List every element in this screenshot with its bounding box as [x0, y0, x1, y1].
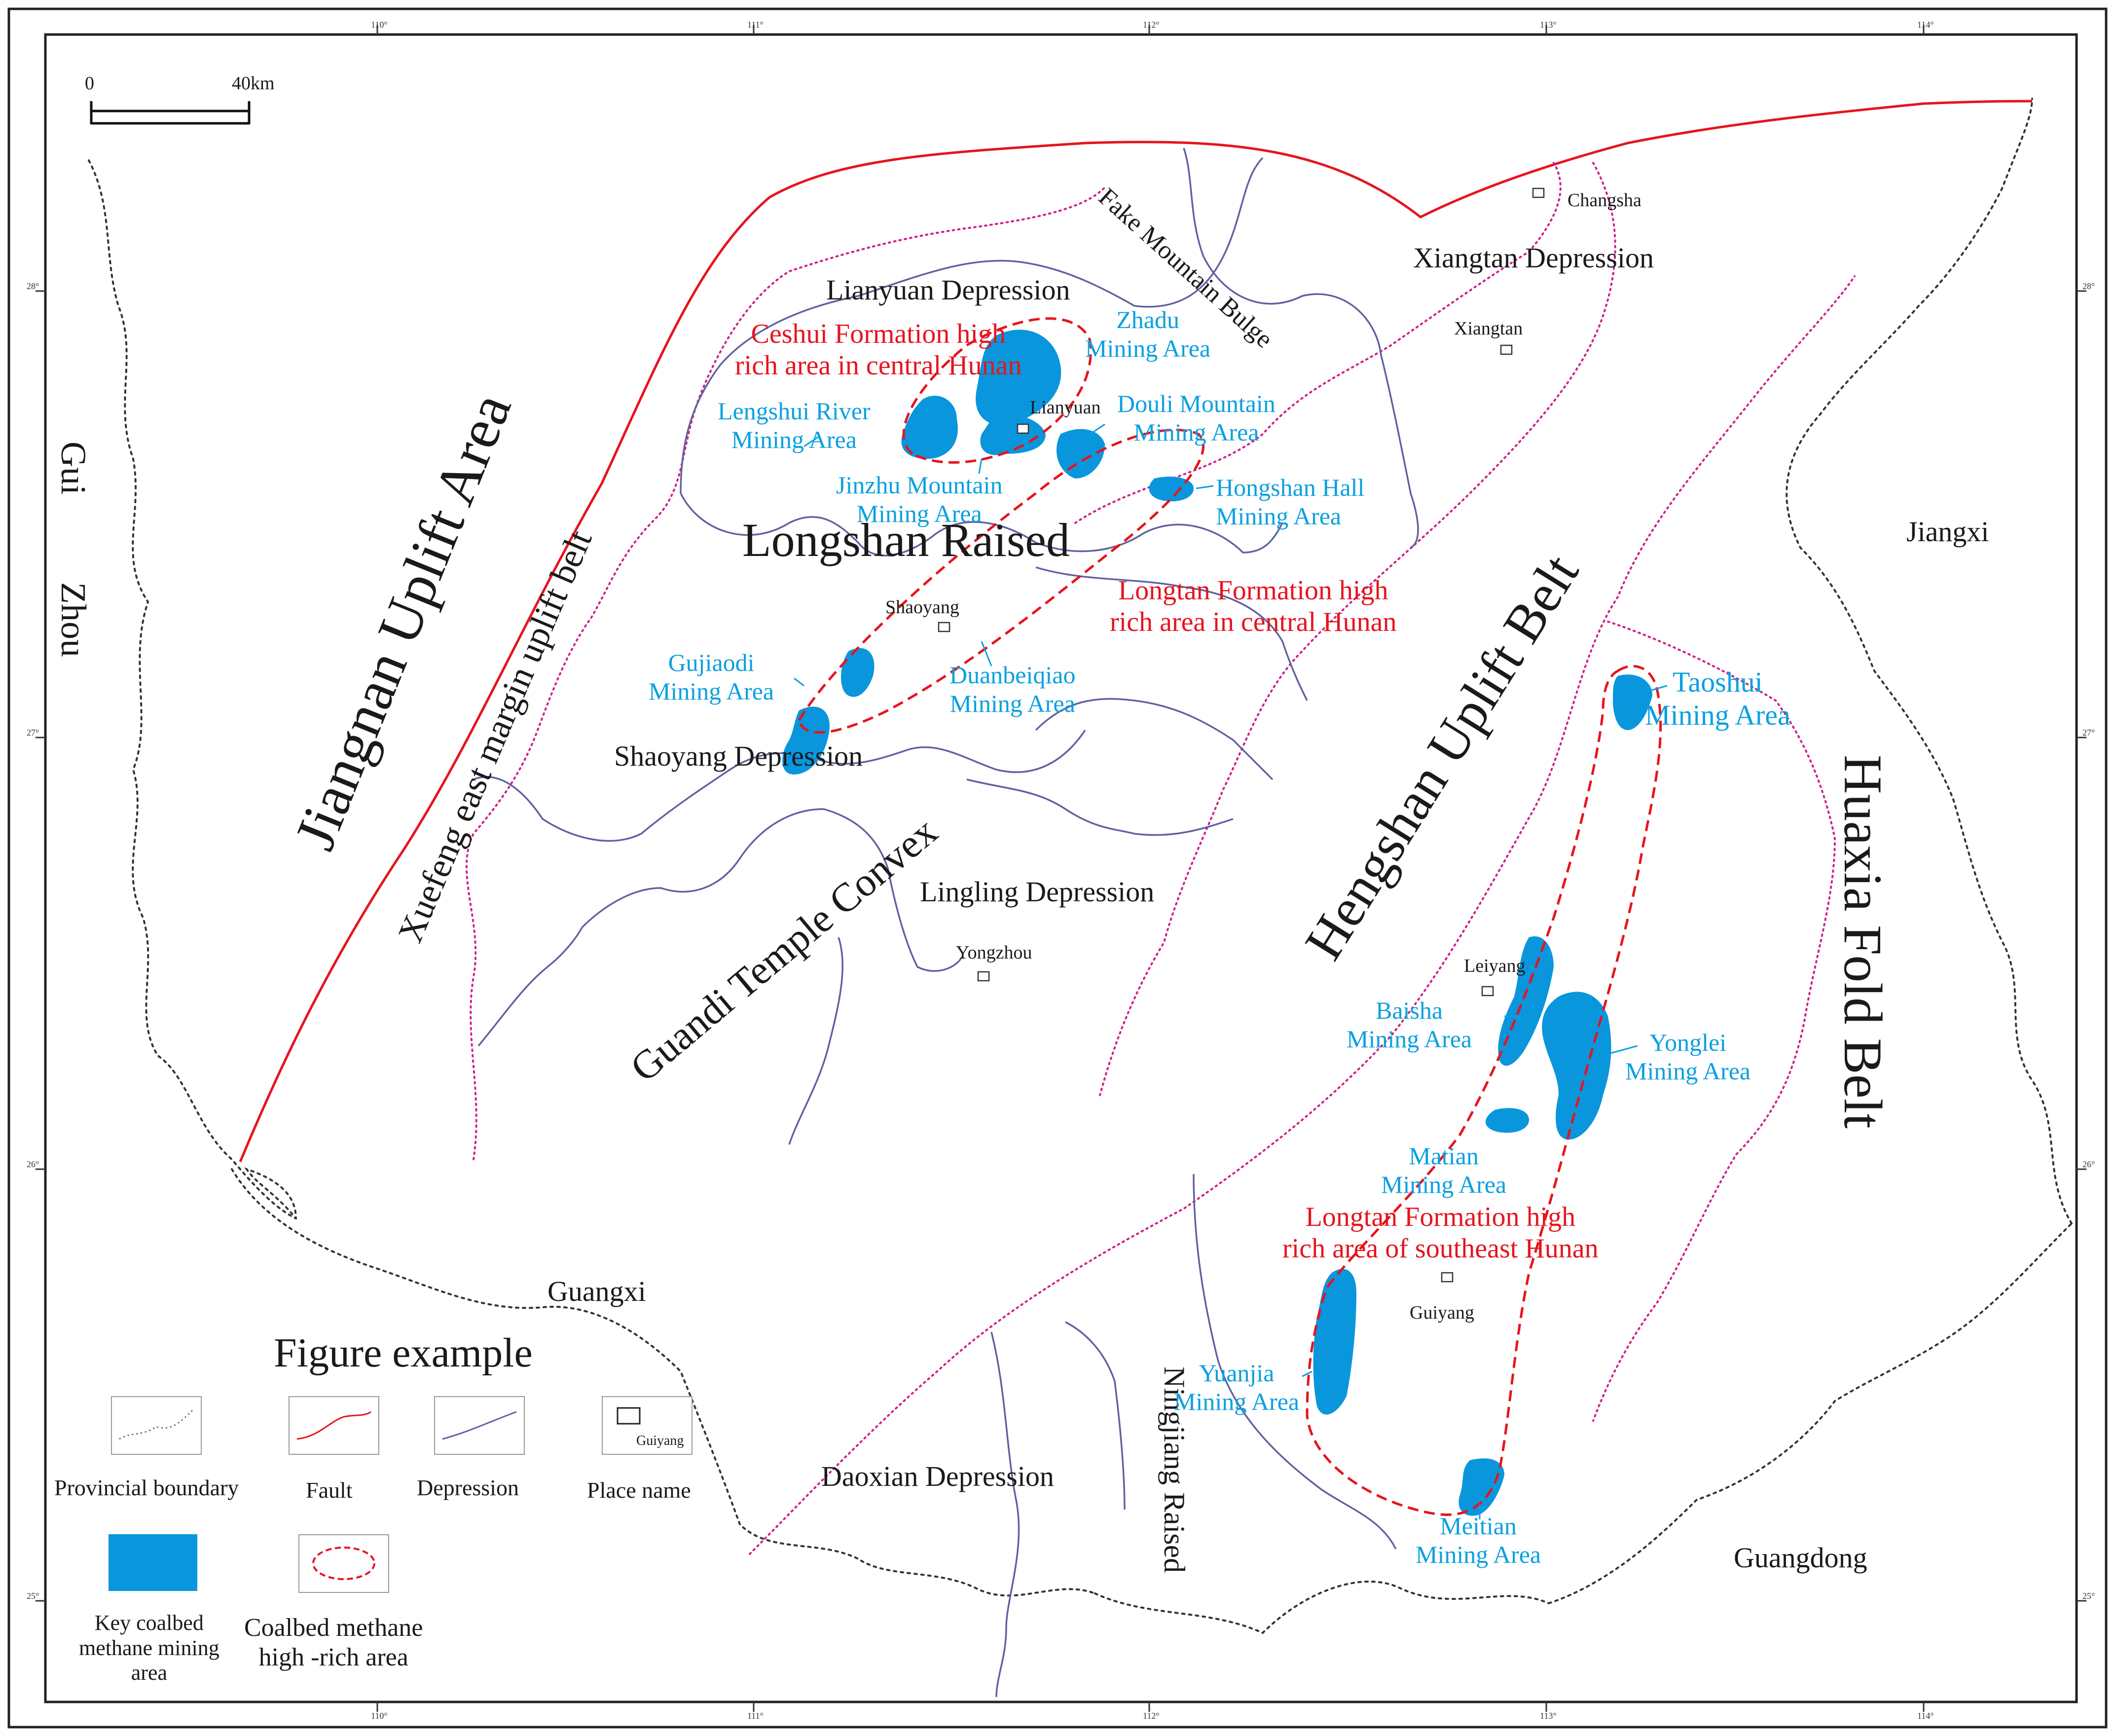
lon-tick-110-bottom: 110°: [371, 1711, 388, 1721]
mining-label-zhadu: Zhadu Mining Area: [1085, 306, 1211, 362]
lon-tick-110: 110°: [371, 20, 388, 30]
lat-tick-26: 26°: [27, 1159, 39, 1169]
lat-tick-25-right: 25°: [2082, 1591, 2095, 1601]
legend-swatch-depression: [434, 1396, 525, 1455]
mining-label-matian: Matian Mining Area: [1381, 1142, 1507, 1198]
depression-boundaries: [473, 148, 1419, 1698]
mining-area-shape: [980, 415, 1046, 455]
region-longshan: Longshan Raised: [742, 514, 1070, 566]
lon-tick-112-bottom: 112°: [1143, 1711, 1160, 1721]
legend-label-depression: Depression: [417, 1475, 519, 1500]
legend-swatch-fault: [289, 1396, 379, 1455]
place-guiyang: Guiyang: [1410, 1302, 1474, 1323]
place-lianyuan: Lianyuan: [1030, 397, 1101, 418]
region-lianyuan-depression: Lianyuan Depression: [826, 274, 1070, 306]
faults: [239, 100, 2033, 1162]
mining-label-lengshui: Lengshui River Mining Area: [718, 397, 871, 453]
mining-area-shape: [782, 706, 830, 775]
scale-bar: [90, 101, 251, 125]
legend-swatch-mining: [109, 1534, 197, 1591]
mining-area-shape: [1056, 429, 1105, 479]
mining-area-shape: [841, 648, 875, 697]
mining-label-douli: Douli Mountain Mining Area: [1117, 390, 1276, 446]
lat-tick-28-right: 28°: [2082, 281, 2095, 291]
mining-label-jinzhu: Jinzhu Mountain Mining Area: [836, 471, 1003, 527]
mining-area-shape: [1485, 1108, 1529, 1133]
mining-area-shape: [1149, 477, 1194, 502]
mining-label-hongshan: Hongshan Hall Mining Area: [1216, 474, 1365, 530]
region-guangdong: Guangdong: [1734, 1542, 1867, 1574]
lat-tick-28: 28°: [27, 281, 39, 291]
place-markers: [938, 187, 1545, 1283]
region-jiangxi: Jiangxi: [1906, 516, 1989, 548]
provincial-boundaries: [88, 98, 2073, 1634]
rich-label-longtan-se: Longtan Formation high rich area of sout…: [1282, 1202, 1599, 1264]
place-changsha: Changsha: [1568, 190, 1641, 211]
mining-areas: [782, 330, 1652, 1516]
place-leiyang: Leiyang: [1464, 956, 1526, 976]
uplift-belt-boundaries: [465, 162, 1856, 1555]
lat-tick-27-right: 27°: [2082, 728, 2095, 738]
lon-tick-111: 111°: [747, 20, 764, 30]
high-rich-areas: [798, 317, 1662, 1516]
region-xiangtan-depression: Xiangtan Depression: [1413, 242, 1654, 274]
place-shaoyang: Shaoyang: [885, 597, 959, 618]
legend-label-mining: Key coalbed methane mining area: [79, 1611, 219, 1685]
rich-label-longtan-central: Longtan Formation high rich area in cent…: [1110, 575, 1397, 638]
legend-title: Figure example: [274, 1330, 533, 1376]
rich-label-ceshui: Ceshui Formation high rich area in centr…: [735, 319, 1022, 381]
legend-swatch-provincial: [111, 1396, 202, 1455]
lon-tick-114-bottom: 114°: [1917, 1711, 1934, 1721]
legend-swatch-place: [602, 1396, 693, 1455]
legend-label-place: Place name: [587, 1477, 691, 1503]
legend-label-fault: Fault: [306, 1477, 353, 1503]
mining-label-gujiaodi: Gujiaodi Mining Area: [649, 649, 774, 705]
mining-area-shape: [1459, 1458, 1504, 1516]
place-xiangtan: Xiangtan: [1454, 318, 1523, 339]
mining-area-shape: [1542, 992, 1611, 1140]
lat-tick-25: 25°: [27, 1591, 39, 1601]
lon-tick-111-bottom: 111°: [747, 1711, 764, 1721]
region-gui: Gui: [54, 442, 93, 495]
legend-place-sample: Guiyang: [636, 1433, 684, 1448]
scale-zero: 0: [85, 73, 94, 94]
mining-label-baisha: Baisha Mining Area: [1347, 997, 1472, 1053]
lon-tick-112: 112°: [1143, 20, 1160, 30]
mining-label-duanbeiqiao: Duanbeiqiao Mining Area: [949, 661, 1076, 717]
graticule-ticks: [36, 25, 2086, 1712]
mining-area-shape: [901, 396, 958, 459]
outer-frame: [7, 7, 2108, 1729]
lon-tick-113-bottom: 113°: [1540, 1711, 1557, 1721]
mining-label-yuanjia: Yuanjia Mining Area: [1174, 1359, 1300, 1415]
mining-label-meitian: Meitian Mining Area: [1416, 1512, 1541, 1568]
region-lingling-depression: Lingling Depression: [920, 876, 1155, 908]
region-daoxian-depression: Daoxian Depression: [821, 1460, 1054, 1492]
mining-label-yonglei: Yonglei Mining Area: [1625, 1029, 1751, 1085]
region-zhou: Zhou: [54, 582, 93, 657]
mining-area-shape: [1313, 1269, 1356, 1415]
mining-area-shape: [1498, 936, 1554, 1066]
legend-label-rich: Coalbed methane high -rich area: [244, 1614, 423, 1671]
region-guangxi: Guangxi: [547, 1275, 646, 1307]
place-yongzhou: Yongzhou: [956, 942, 1032, 963]
lat-tick-27: 27°: [27, 728, 39, 738]
inner-frame: [44, 33, 2078, 1703]
scale-max: 40km: [232, 73, 275, 94]
region-shaoyang-depression: Shaoyang Depression: [614, 740, 863, 772]
legend-label-provincial: Provincial boundary: [54, 1475, 239, 1500]
region-huaxia: Huaxia Fold Belt: [1833, 755, 1893, 1129]
lon-tick-113: 113°: [1540, 20, 1557, 30]
lat-tick-26-right: 26°: [2082, 1159, 2095, 1169]
mining-area-shape: [1613, 674, 1652, 730]
legend-swatch-rich: [298, 1534, 389, 1593]
label-arrows: [794, 423, 1668, 1519]
mining-label-taoshui: Taoshui Mining Area: [1645, 666, 1790, 731]
lon-tick-114: 114°: [1917, 20, 1934, 30]
mining-area-shape: [976, 330, 1061, 425]
